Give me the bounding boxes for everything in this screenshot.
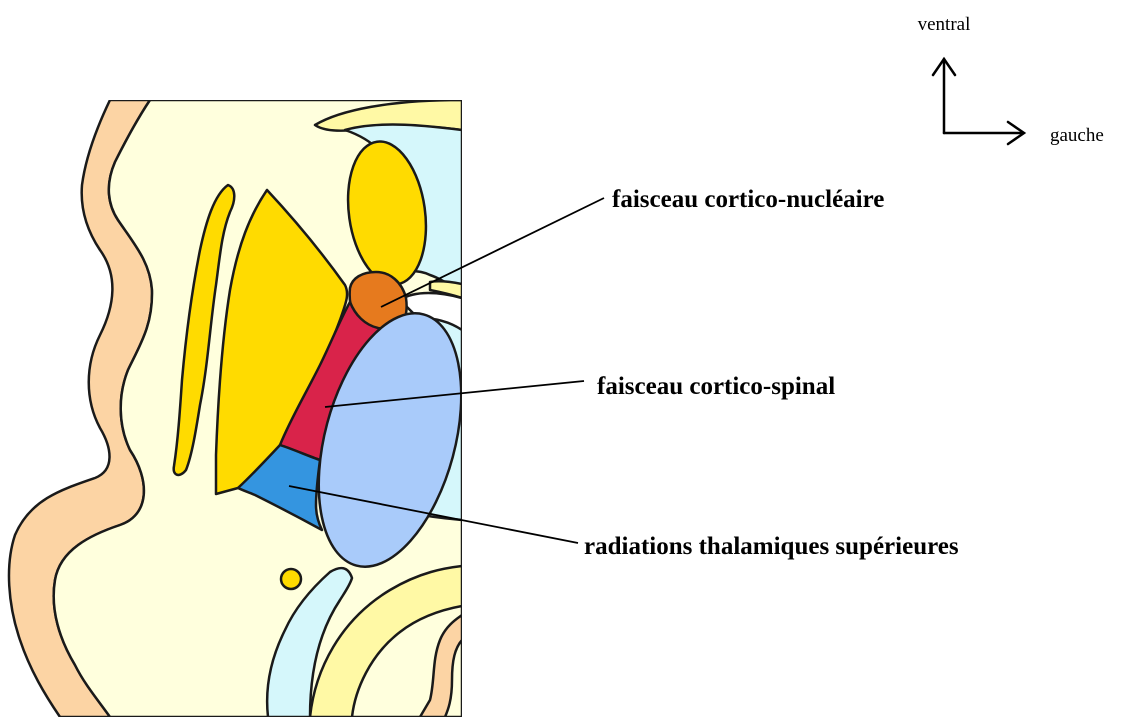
caudate-tail xyxy=(281,569,301,589)
label-thalamic-radiation: radiations thalamiques supérieures xyxy=(584,533,959,560)
gauche-label: gauche xyxy=(1050,125,1104,146)
label-corticonuclear: faisceau cortico-nucléaire xyxy=(612,186,884,213)
orientation-indicator xyxy=(933,59,1024,144)
label-corticospinal: faisceau cortico-spinal xyxy=(597,373,835,400)
brain-slice xyxy=(9,100,486,717)
ventral-label: ventral xyxy=(918,14,971,35)
